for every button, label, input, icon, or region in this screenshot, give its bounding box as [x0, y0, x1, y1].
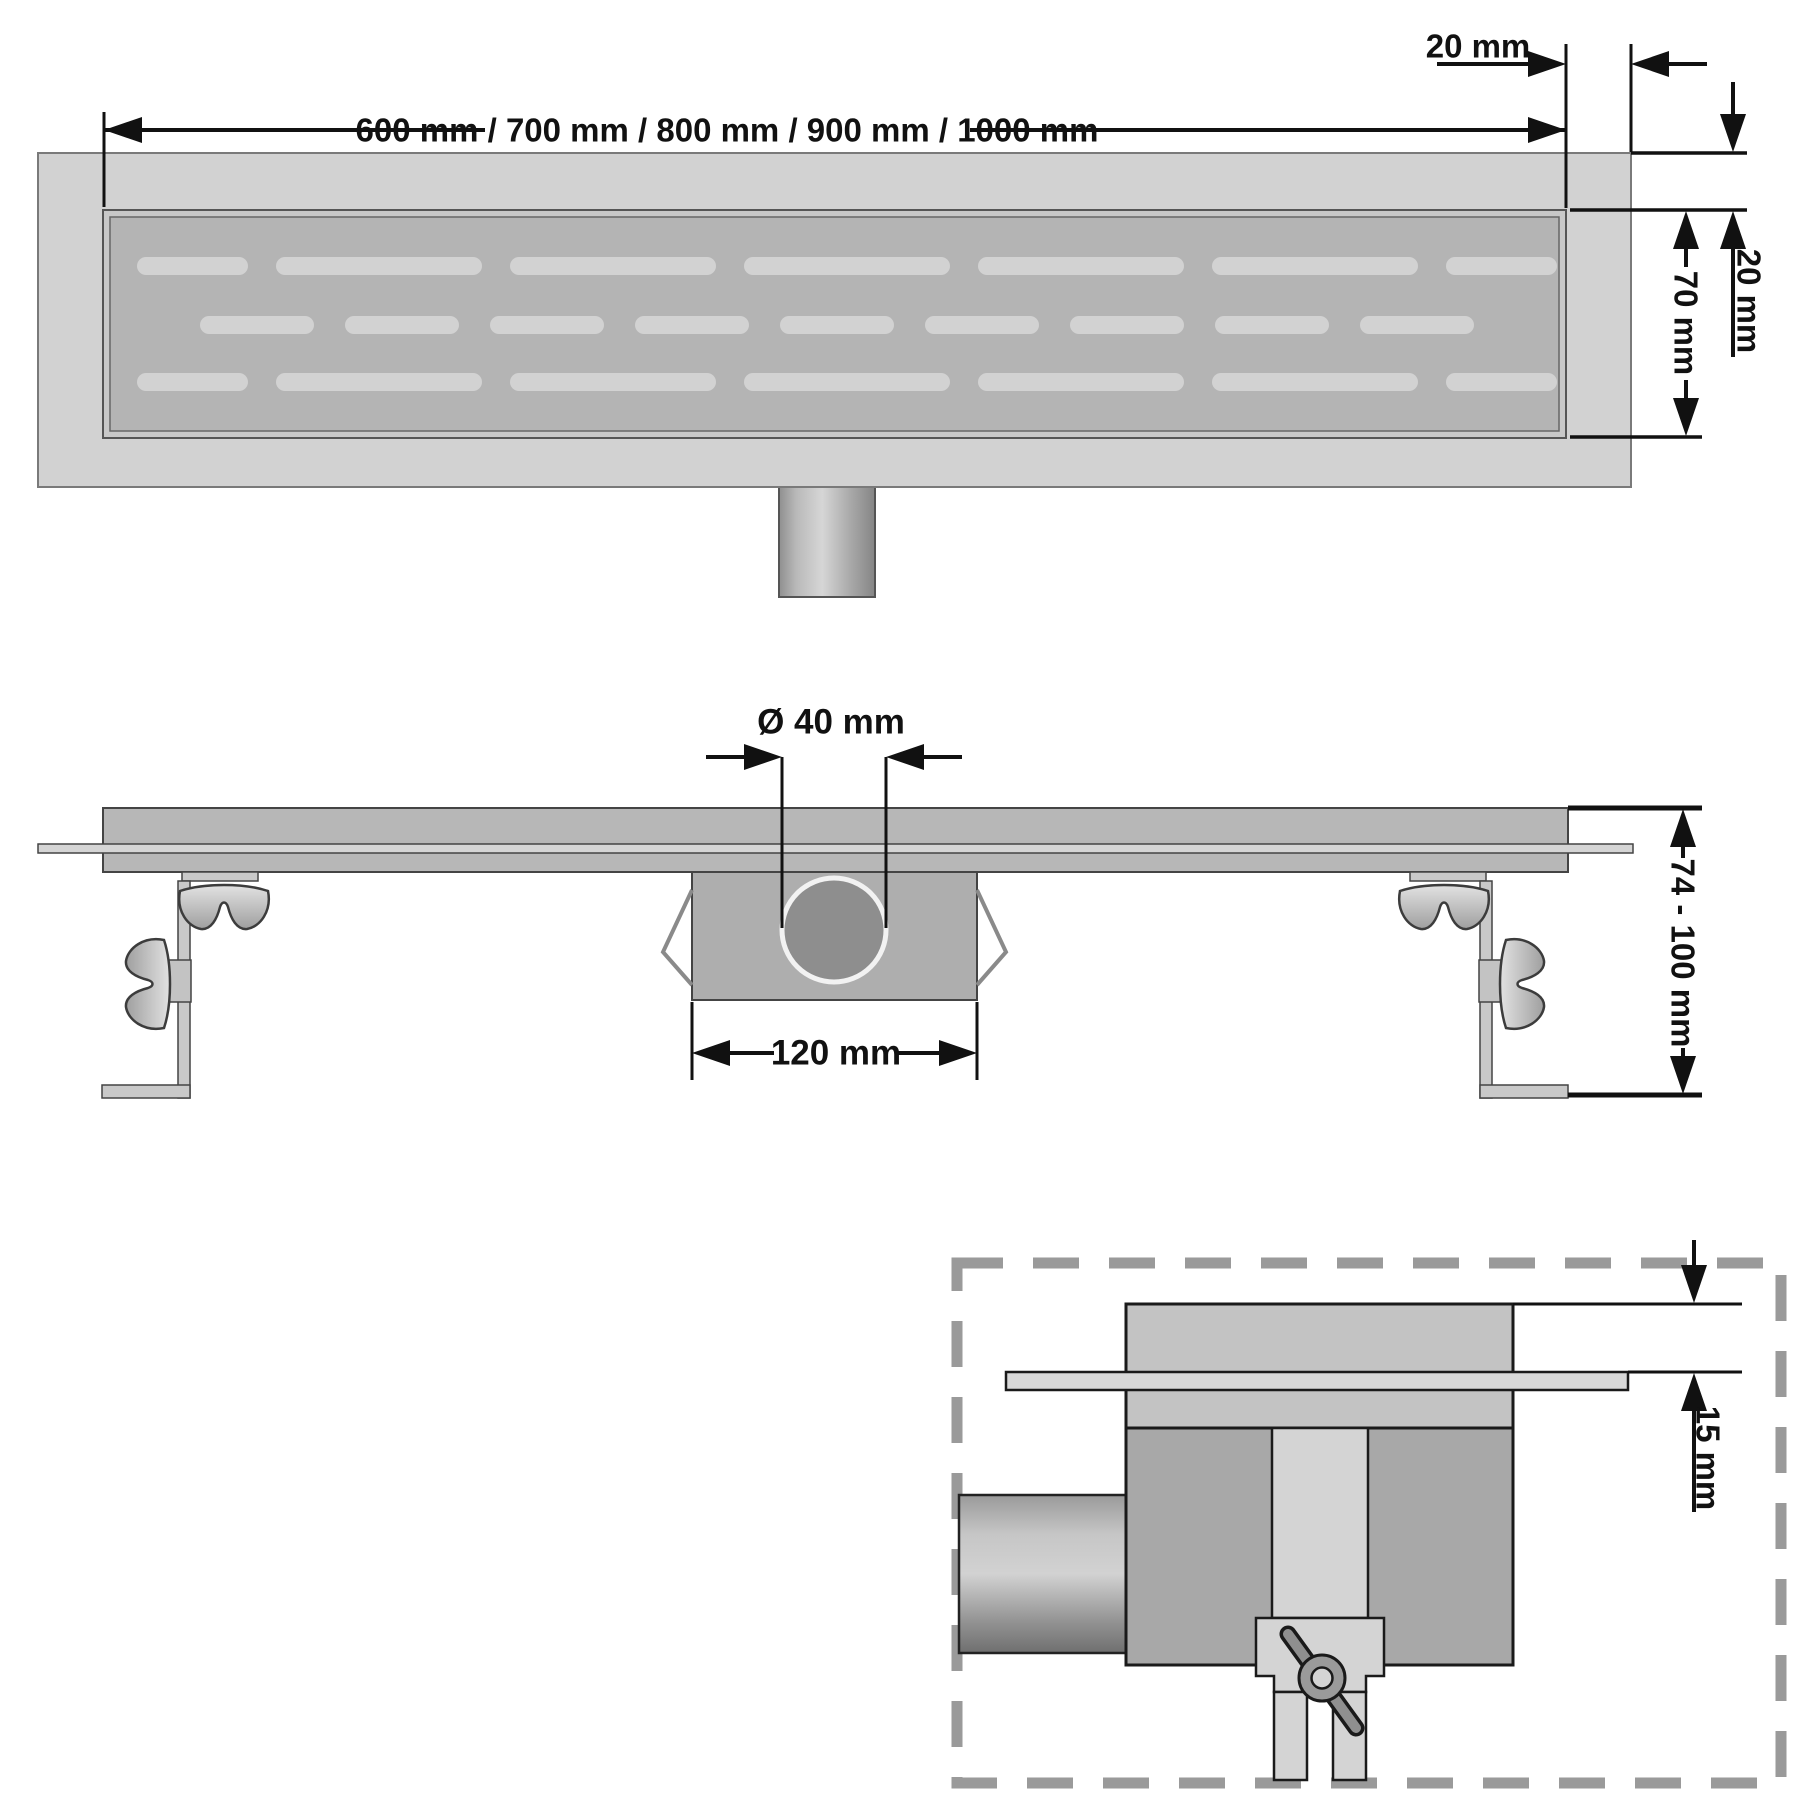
- rim-top-label: 20 mm: [1731, 249, 1768, 354]
- detail-flange: [1004, 1370, 1630, 1392]
- wing-nut: [1498, 937, 1546, 1031]
- grate-slot: [276, 257, 482, 275]
- top-view: 600 mm / 700 mm / 800 mm / 900 mm / 1000…: [37, 28, 1768, 598]
- dimension-install-height: [1568, 805, 1702, 1098]
- break-mark-left: [660, 889, 694, 987]
- grate-height-label: 70 mm: [1668, 271, 1705, 376]
- grate-slot: [1360, 316, 1474, 334]
- adjustable-foot-right: [1397, 871, 1569, 1099]
- dimension-overall-length: [102, 44, 1568, 208]
- dimension-rim-width: [1437, 44, 1707, 152]
- pipe-diameter-label: Ø 40 mm: [757, 703, 905, 742]
- detail-view: 15 mm: [951, 1240, 1787, 1789]
- grate-slot: [925, 316, 1039, 334]
- grate-slot: [780, 316, 894, 334]
- grate-slot: [200, 316, 314, 334]
- overall-length-label: 600 mm / 700 mm / 800 mm / 900 mm / 1000…: [356, 112, 1099, 149]
- adjustable-foot-left: [101, 871, 271, 1099]
- rim-width-label: 20 mm: [1426, 28, 1531, 65]
- grate-slot: [510, 373, 716, 391]
- outlet-pipe-opening: [779, 875, 889, 985]
- wing-nut: [124, 937, 172, 1031]
- grate-slot: [137, 373, 248, 391]
- grate-slot: [744, 373, 950, 391]
- grate-slot: [276, 373, 482, 391]
- dimension-detail-offset: [1513, 1240, 1742, 1512]
- grate-slot: [345, 316, 459, 334]
- detail-wing-screw: [1279, 1625, 1365, 1737]
- dimension-grate-height: [1570, 211, 1702, 439]
- dimension-trap-width: [690, 1002, 979, 1080]
- install-height-label: 74 - 100 mm: [1665, 859, 1702, 1048]
- arrowhead-right: [1528, 117, 1566, 143]
- mounting-flange: [37, 843, 1634, 854]
- wing-nut: [1397, 883, 1491, 931]
- detail-adjust-column: [1270, 1426, 1370, 1620]
- grate-slot: [1212, 373, 1418, 391]
- grate-slot: [137, 257, 248, 275]
- foot-base: [101, 1084, 191, 1099]
- grate-slot: [1215, 316, 1329, 334]
- channel-body: [102, 807, 1569, 873]
- grate-slot: [490, 316, 604, 334]
- dimension-rim-top: [1570, 82, 1747, 357]
- grate-slot: [744, 257, 950, 275]
- trap-width-label: 120 mm: [771, 1034, 901, 1073]
- grate-slot: [1446, 373, 1557, 391]
- detail-outlet-pipe: [957, 1493, 1128, 1655]
- grate-slot: [978, 373, 1184, 391]
- foot-base: [1479, 1084, 1569, 1099]
- grate-slot: [978, 257, 1184, 275]
- side-view: Ø 40 mm 120 mm 74 - 100 mm: [37, 703, 1702, 1099]
- detail-offset-label: 15 mm: [1690, 1406, 1727, 1511]
- grate-slot: [1446, 257, 1557, 275]
- detail-top-block: [1124, 1302, 1515, 1430]
- grate-slot: [635, 316, 749, 334]
- drain-pipe-stub: [778, 486, 876, 598]
- break-mark-right: [975, 889, 1009, 987]
- grate-slot: [1070, 316, 1184, 334]
- arrowhead-left: [104, 117, 142, 143]
- dimension-pipe-diameter: [706, 744, 962, 928]
- grate-slot: [510, 257, 716, 275]
- grate-slot-pattern: [137, 257, 1557, 391]
- detail-pipe-leg: [1272, 1690, 1309, 1782]
- wing-nut: [177, 883, 271, 931]
- grate-slot: [1212, 257, 1418, 275]
